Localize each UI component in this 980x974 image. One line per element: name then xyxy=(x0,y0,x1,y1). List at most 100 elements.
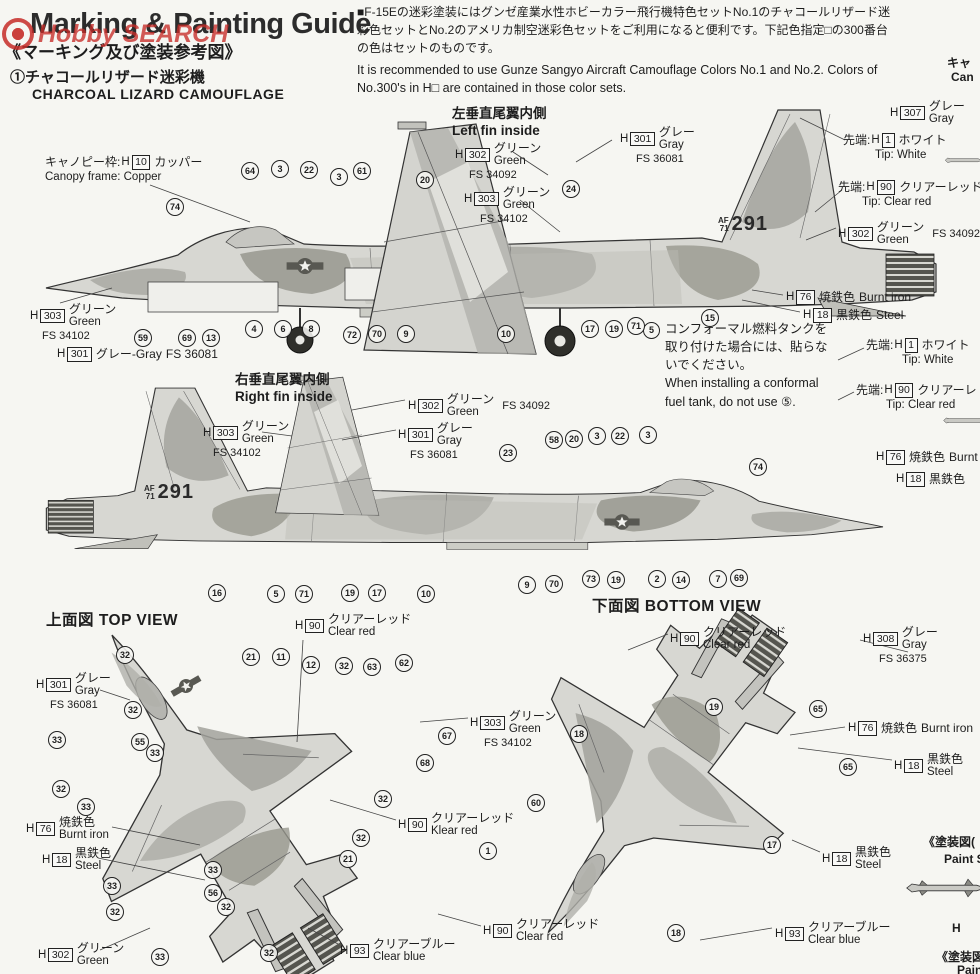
edge-text: Paint S xyxy=(944,852,980,866)
label-prefix: 先端: xyxy=(856,382,884,397)
scheme-title-en: CHARCOAL LIZARD CAMOUFLAGE xyxy=(32,86,285,102)
callout-61: 61 xyxy=(353,162,371,180)
color-name-jp: グレー xyxy=(901,625,938,639)
callout-11: 11 xyxy=(272,648,290,666)
color-name-jp: 黒鉄色 xyxy=(855,845,892,859)
callout-3: 3 xyxy=(330,168,348,186)
color-h-letter: H xyxy=(863,632,872,645)
color-code-box: 18 xyxy=(52,852,71,868)
color-code-box: 10 xyxy=(131,155,151,170)
callout-10: 10 xyxy=(497,325,515,343)
callout-20: 20 xyxy=(416,171,434,189)
color-name-en: Green xyxy=(876,234,909,247)
callout-20: 20 xyxy=(565,430,583,448)
callout-3: 3 xyxy=(639,426,657,444)
color-name-en: Steel xyxy=(927,766,954,779)
top-view-title-en: TOP VIEW xyxy=(98,612,179,629)
color-name-en: Green xyxy=(241,433,274,446)
color-name-en: Gray xyxy=(658,139,684,152)
note-jp-line: コンフォーマル燃料タンクを xyxy=(665,322,828,336)
callout-9: 9 xyxy=(397,325,415,343)
label-prefix: キャノピー枠: xyxy=(45,154,121,169)
fs-number: FS 34102 xyxy=(213,447,261,460)
callout-33: 33 xyxy=(77,798,95,816)
callout-15: 15 xyxy=(701,309,719,327)
callout-32: 32 xyxy=(106,903,124,921)
color-h-letter: H xyxy=(871,133,880,146)
color-name-jp: グリーン xyxy=(508,709,557,723)
color-code-box: 90 xyxy=(408,817,427,833)
star-insignia xyxy=(168,671,204,701)
color-name-en: Burnt iron xyxy=(859,289,912,304)
callout-71: 71 xyxy=(295,585,313,603)
callout-68: 68 xyxy=(416,754,434,772)
color-code-box: 76 xyxy=(796,290,815,305)
callout-69: 69 xyxy=(178,329,196,347)
color-h-letter: H xyxy=(483,924,492,937)
callout-33: 33 xyxy=(151,948,169,966)
fs-number: FS 34092 xyxy=(932,228,980,240)
color-code-box: 90 xyxy=(493,923,512,939)
color-code-box: 18 xyxy=(906,472,925,487)
right-fin-title-jp: 右垂直尾翼内側 xyxy=(235,372,330,387)
tail-code-side2: AF 71 291 xyxy=(144,481,194,504)
callout-32: 32 xyxy=(124,701,142,719)
color-code-box: 302 xyxy=(48,947,73,963)
callout-33: 33 xyxy=(204,861,222,879)
callout-70: 70 xyxy=(368,325,386,343)
color-h-letter: H xyxy=(398,818,407,831)
tail-number: 291 xyxy=(731,213,769,235)
callout-14: 14 xyxy=(672,571,690,589)
color-h-letter: H xyxy=(408,399,417,412)
color-h-letter: H xyxy=(470,716,479,729)
scheme-title-jp: ①チャコールリザード迷彩機 xyxy=(10,69,205,86)
color-code-box: 93 xyxy=(350,943,369,959)
tail-code-side1: AF 71 291 xyxy=(718,213,768,236)
color-name-jp: 焼鉄色 xyxy=(59,815,96,829)
color-code-box: 303 xyxy=(213,425,238,441)
missile-illustration xyxy=(944,157,980,163)
fs-number: FS 34092 xyxy=(469,169,517,182)
color-code-box: 303 xyxy=(40,308,65,324)
color-h-letter: H xyxy=(894,338,903,351)
color-name-en: Green xyxy=(68,316,101,329)
callout-5: 5 xyxy=(267,585,285,603)
fs-number: FS 34102 xyxy=(42,330,90,343)
edge-text: 《塗装図 xyxy=(936,950,980,964)
color-code-box: 93 xyxy=(785,926,804,942)
label-prefix: 先端: xyxy=(838,179,866,194)
callout-72: 72 xyxy=(343,326,361,344)
color-code-box: 303 xyxy=(474,191,499,207)
color-h-letter: H xyxy=(803,308,812,321)
color-name-jp: クリアーレッド xyxy=(516,917,600,931)
callout-8: 8 xyxy=(302,320,320,338)
callout-19: 19 xyxy=(605,320,623,338)
callout-1: 1 xyxy=(479,842,497,860)
color-name-en: Green xyxy=(76,955,109,968)
color-code-box: 90 xyxy=(894,383,914,398)
page-subtitle-jp: 《マーキング及び塗装参考図》 xyxy=(4,43,242,62)
callout-18: 18 xyxy=(570,725,588,743)
callout-19: 19 xyxy=(607,571,625,589)
callout-16: 16 xyxy=(208,584,226,602)
color-h-letter: H xyxy=(822,852,831,865)
callout-23: 23 xyxy=(499,444,517,462)
intro-text-jp: ■F-15Eの迷彩塗装にはグンゼ産業水性ホビーカラー飛行機特色セットNo.1のチ… xyxy=(357,5,891,55)
callout-33: 33 xyxy=(146,744,164,762)
fs-number: FS 34092 xyxy=(502,400,550,412)
color-name-jp: ホワイト xyxy=(898,132,947,147)
callout-32: 32 xyxy=(335,657,353,675)
color-h-letter: H xyxy=(838,227,847,240)
